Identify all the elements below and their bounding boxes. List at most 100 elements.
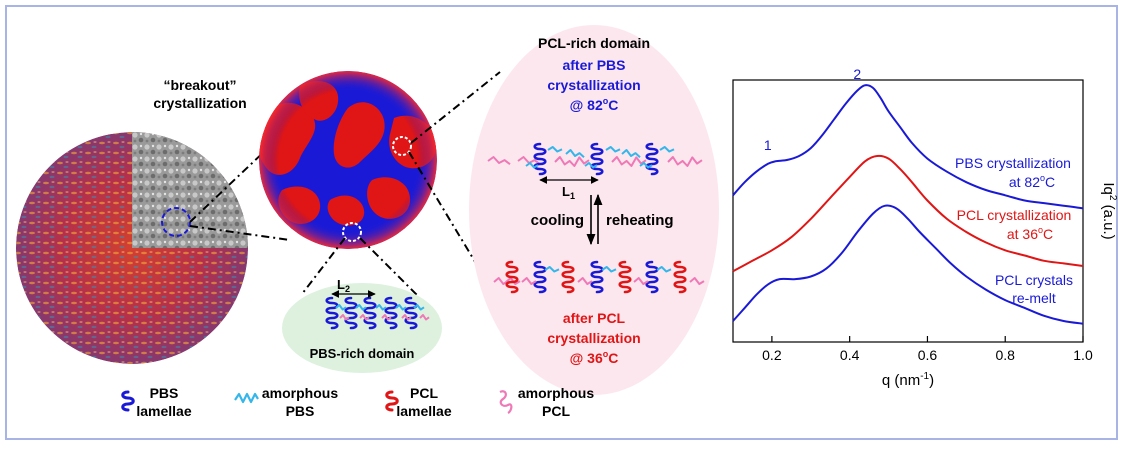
x-tick-label: 0.8	[995, 347, 1015, 363]
pbs-lamella	[533, 260, 547, 294]
series-label-pbs-2: at 82oC	[1009, 173, 1055, 190]
amorphous-pbs-segment	[584, 162, 598, 169]
amorphous-pbs-segment	[621, 149, 641, 158]
amorphous-pbs-segment	[659, 146, 675, 153]
series-line-0	[732, 84, 1084, 210]
amorphous-pbs-segment	[565, 149, 585, 158]
pcl-domain-chain-top	[487, 142, 703, 176]
amorphous-pbs-segment	[544, 266, 560, 273]
x-axis-label: q (nm-1)	[882, 371, 934, 389]
chart-curves	[732, 84, 1084, 325]
legend-amorphous-pcl-1: amorphous	[518, 385, 594, 401]
connector-pbs-left	[301, 237, 346, 295]
amorphous-pcl-segment	[577, 277, 593, 285]
l2-label: L2	[337, 277, 350, 294]
pcl-lamella	[618, 260, 632, 294]
after-pbs-line3: @ 82oC	[570, 96, 619, 113]
connector-pbs-right	[359, 237, 419, 297]
x-tick-label: 0.6	[918, 347, 938, 363]
after-pcl-line3: @ 36oC	[570, 349, 619, 366]
pbs-lamella	[590, 142, 604, 176]
x-axis-ticks: 0.2 0.4 0.6 0.8 1.0	[762, 336, 1093, 363]
pbs-lamella	[645, 142, 659, 176]
amorphous-pcl-segment	[521, 277, 537, 285]
amorphous-pbs-segment	[605, 146, 621, 153]
series-label-remelt-2: re-melt	[1012, 290, 1056, 306]
after-pcl-line1: after PCL	[563, 310, 626, 326]
after-pcl-line2: crystallization	[547, 330, 640, 346]
legend-pcl-lamellae-2: lamellae	[396, 403, 451, 419]
legend-amorphous-pbs-2: PBS	[286, 403, 315, 419]
legend-pbs-lamellae-2: lamellae	[136, 403, 191, 419]
zoom-line-bottom	[189, 225, 291, 241]
pbs-lamella	[590, 260, 604, 294]
pcl-lamellae-icon	[385, 390, 399, 412]
pcl-domain-title: PCL-rich domain	[538, 35, 650, 51]
pbs-domain-ellipse	[282, 283, 442, 373]
chart-plot-frame	[732, 79, 1084, 343]
pbs-lamellae-icon	[121, 390, 135, 412]
connector-pcl-bottom	[408, 151, 481, 271]
amorphous-pcl-segment	[419, 314, 430, 321]
series-label-pcl-2: at 36oC	[1007, 225, 1053, 242]
connector-pcl-top	[410, 71, 501, 144]
peak-label: 2	[853, 66, 861, 82]
pcl-lamella	[561, 260, 575, 294]
pbs-lamella	[645, 260, 659, 294]
amorphous-pcl-segment	[554, 156, 590, 167]
amorphous-pcl-segment	[689, 277, 705, 285]
amorphous-pbs-segment	[355, 304, 367, 311]
x-tick-label: 1.0	[1073, 347, 1093, 363]
amorphous-pcl-segment	[611, 156, 647, 167]
pcl-domain-marker	[392, 136, 412, 156]
series-label-pcl-1: PCL crystallization	[957, 207, 1072, 223]
amorphous-pbs-icon	[234, 392, 259, 404]
legend-pbs-lamellae-1: PBS	[150, 385, 179, 401]
pbs-domain-label: PBS-rich domain	[310, 346, 415, 361]
pbs-domain-lamellae	[325, 296, 430, 330]
peak-labels: 12	[764, 66, 861, 153]
y-axis-label: Iq2 (a.u.)	[1100, 182, 1118, 239]
amorphous-pbs-segment	[547, 146, 563, 153]
legend: PBS lamellae amorphous PBS PCL lamellae …	[121, 385, 594, 419]
x-tick-label: 0.2	[762, 347, 782, 363]
amorphous-pbs-segment	[525, 162, 539, 169]
pom-micrograph	[16, 132, 248, 364]
amorphous-pbs-segment	[413, 304, 425, 311]
amorphous-pcl-segment	[667, 156, 703, 167]
amorphous-pcl-segment	[339, 314, 350, 321]
pbs-region-marker	[342, 222, 362, 242]
after-pbs-line2: crystallization	[547, 77, 640, 93]
reheating-label: reheating	[606, 212, 674, 229]
amorphous-pcl-segment	[633, 277, 649, 285]
pbs-lamella	[533, 142, 547, 176]
peak-label: 1	[764, 137, 772, 153]
legend-amorphous-pbs-1: amorphous	[262, 385, 338, 401]
legend-amorphous-pcl-2: PCL	[542, 403, 570, 419]
amorphous-pcl-icon	[499, 390, 513, 414]
pcl-domain-ellipse	[469, 25, 719, 395]
breakout-label-2: crystallization	[153, 95, 246, 111]
amorphous-pcl-segment	[401, 314, 412, 321]
pbs-lamella	[344, 296, 358, 330]
amorphous-pbs-segment	[335, 304, 347, 311]
amorphous-pbs-segment	[656, 266, 672, 273]
after-pbs-line1: after PBS	[562, 57, 625, 73]
amorphous-pcl-segment	[487, 156, 511, 166]
x-tick-label: 0.4	[840, 347, 860, 363]
pbs-lamella	[325, 296, 339, 330]
amorphous-pcl-segment	[381, 314, 392, 321]
breakout-label-1: “breakout”	[163, 77, 236, 93]
amorphous-pbs-segment	[601, 266, 617, 273]
pbs-lamella	[404, 296, 418, 330]
series-line-1	[732, 154, 1084, 273]
legend-pcl-lamellae-1: PCL	[410, 385, 438, 401]
l1-label: L1	[562, 184, 575, 201]
amorphous-pcl-segment	[493, 277, 509, 285]
amorphous-pbs-segment	[395, 304, 407, 311]
pbs-lamella	[363, 296, 377, 330]
morphology-zoom	[259, 71, 437, 249]
